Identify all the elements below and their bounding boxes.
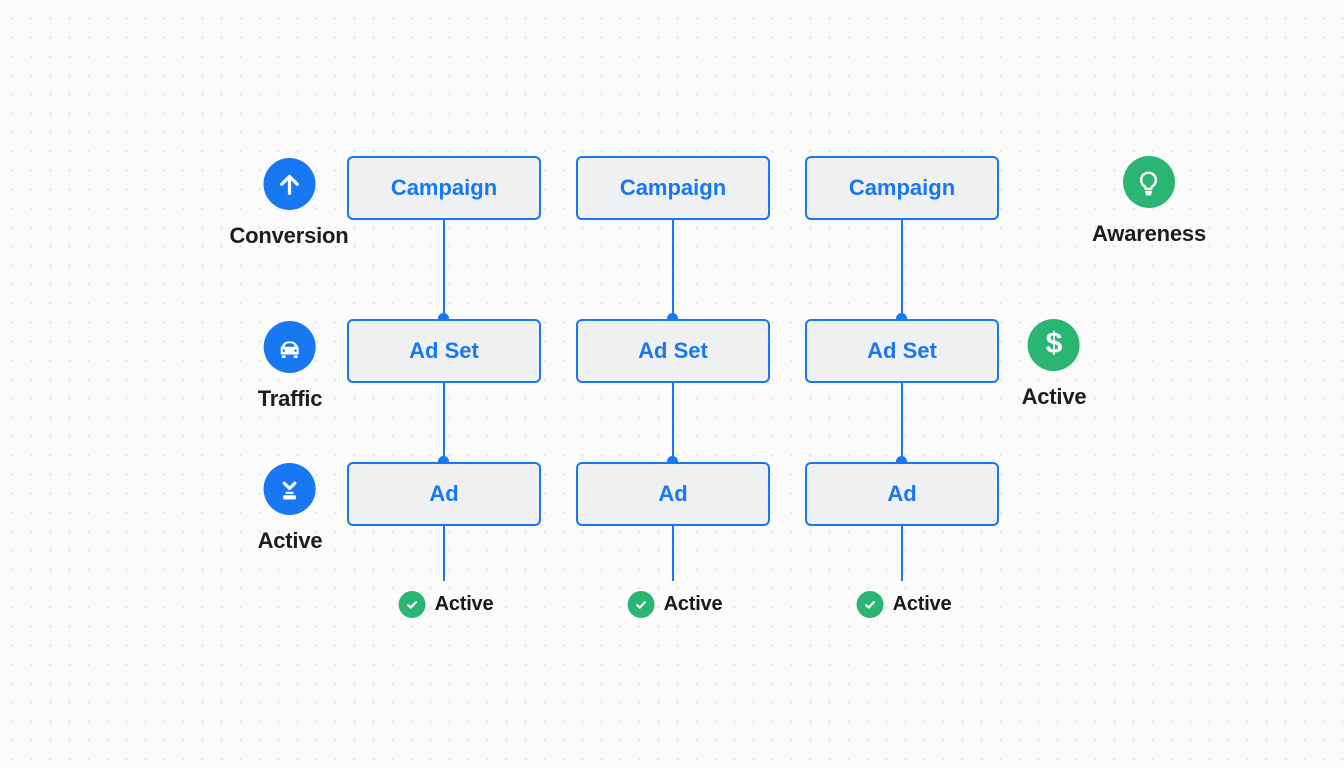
dollar-icon: $ — [1028, 319, 1080, 371]
status-badge: Active — [627, 591, 723, 618]
check-icon — [627, 591, 655, 618]
legend-label: Conversion — [229, 223, 349, 248]
connector-dot — [896, 313, 907, 324]
node-ad[interactable]: Ad — [805, 462, 999, 526]
tray-download-icon — [264, 463, 316, 515]
connector-line — [443, 220, 445, 319]
legend-label: Active — [257, 528, 323, 553]
legend-item-active-left: Active — [258, 463, 323, 554]
status-label: Active — [663, 593, 723, 615]
connector-line — [672, 220, 674, 319]
lightbulb-icon — [1122, 156, 1175, 208]
node-ad[interactable]: Ad — [347, 462, 541, 526]
connector-line — [901, 383, 903, 462]
connector-dot — [667, 456, 678, 467]
status-badge: Active — [856, 591, 952, 618]
status-label: Active — [892, 593, 952, 615]
arrow-up-icon — [263, 158, 315, 210]
legend-label: Traffic — [257, 386, 323, 411]
check-icon — [856, 591, 884, 618]
connector-line — [901, 220, 903, 319]
status-badge: Active — [398, 591, 494, 618]
node-ad-set[interactable]: Ad Set — [347, 319, 541, 383]
node-ad[interactable]: Ad — [576, 462, 770, 526]
legend-label: Active — [1021, 384, 1087, 409]
car-icon — [264, 321, 316, 373]
node-ad-set[interactable]: Ad Set — [805, 319, 999, 383]
node-campaign[interactable]: Campaign — [576, 156, 770, 220]
connector-dot — [896, 456, 907, 467]
connector-dot — [438, 313, 449, 324]
legend-item-active-right: $ Active — [1022, 319, 1087, 410]
dollar-glyph: $ — [1045, 327, 1063, 360]
connector-line — [901, 526, 903, 581]
legend-item-traffic: Traffic — [258, 321, 323, 412]
connector-line — [443, 383, 445, 462]
node-ad-set[interactable]: Ad Set — [576, 319, 770, 383]
node-campaign[interactable]: Campaign — [805, 156, 999, 220]
legend-item-conversion: Conversion — [229, 158, 349, 249]
status-label: Active — [434, 593, 494, 615]
connector-line — [672, 383, 674, 462]
node-campaign[interactable]: Campaign — [347, 156, 541, 220]
connector-line — [672, 526, 674, 581]
connector-line — [443, 526, 445, 581]
check-icon — [398, 591, 426, 618]
connector-dot — [667, 313, 678, 324]
connector-dot — [438, 456, 449, 467]
legend-item-awareness: Awareness — [1092, 156, 1206, 247]
legend-label: Awareness — [1092, 221, 1206, 246]
